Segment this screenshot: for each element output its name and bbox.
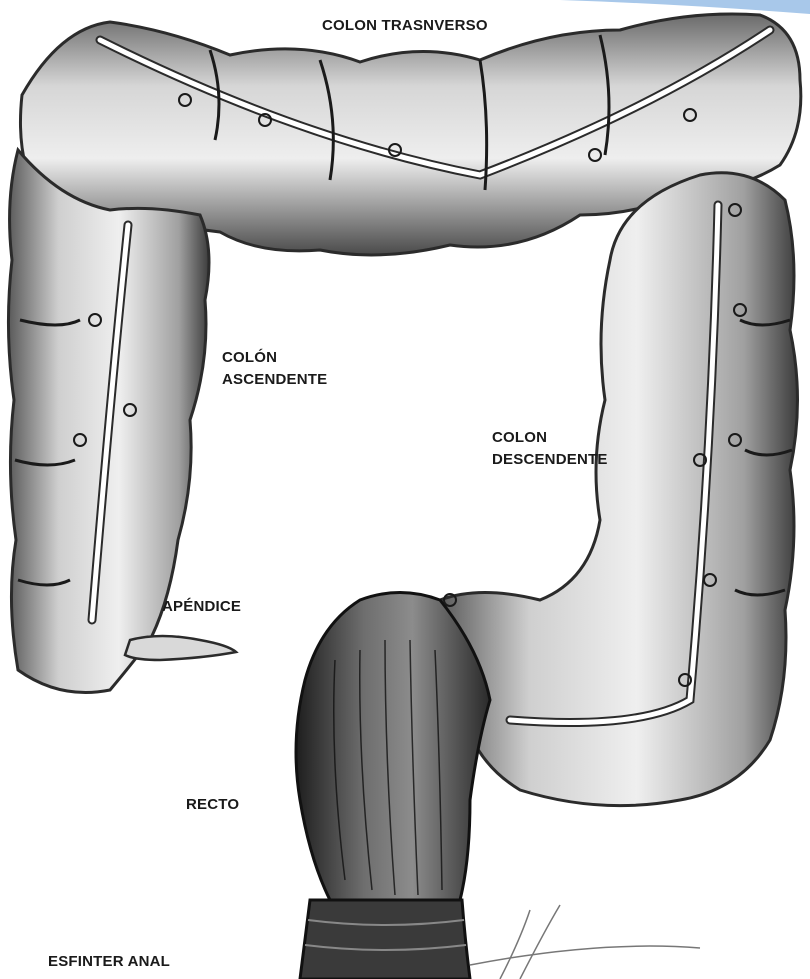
label-rectum: RECTO (186, 794, 239, 816)
label-ascending-colon: COLÓN ASCENDENTE (222, 347, 327, 391)
sketch-strokes (470, 905, 700, 979)
descending-colon (440, 173, 798, 806)
label-anal-sphincter: ESFINTER ANAL (48, 951, 170, 973)
label-appendix: APÉNDICE (162, 596, 241, 618)
label-descending-line2: DESCENDENTE (492, 449, 608, 471)
label-transverse-text: COLON TRASNVERSO (322, 15, 488, 37)
anal-sphincter (300, 900, 470, 979)
sigmoid-colon (296, 593, 490, 901)
appendix (125, 636, 236, 660)
label-anal-sphincter-text: ESFINTER ANAL (48, 951, 170, 973)
label-descending-colon: COLON DESCENDENTE (492, 427, 608, 471)
corner-accent (560, 0, 810, 14)
label-transverse-colon: COLON TRASNVERSO (322, 15, 488, 37)
label-appendix-text: APÉNDICE (162, 596, 241, 618)
label-ascending-line2: ASCENDENTE (222, 369, 327, 391)
label-rectum-text: RECTO (186, 794, 239, 816)
label-ascending-line1: COLÓN (222, 347, 327, 369)
label-descending-line1: COLON (492, 427, 608, 449)
